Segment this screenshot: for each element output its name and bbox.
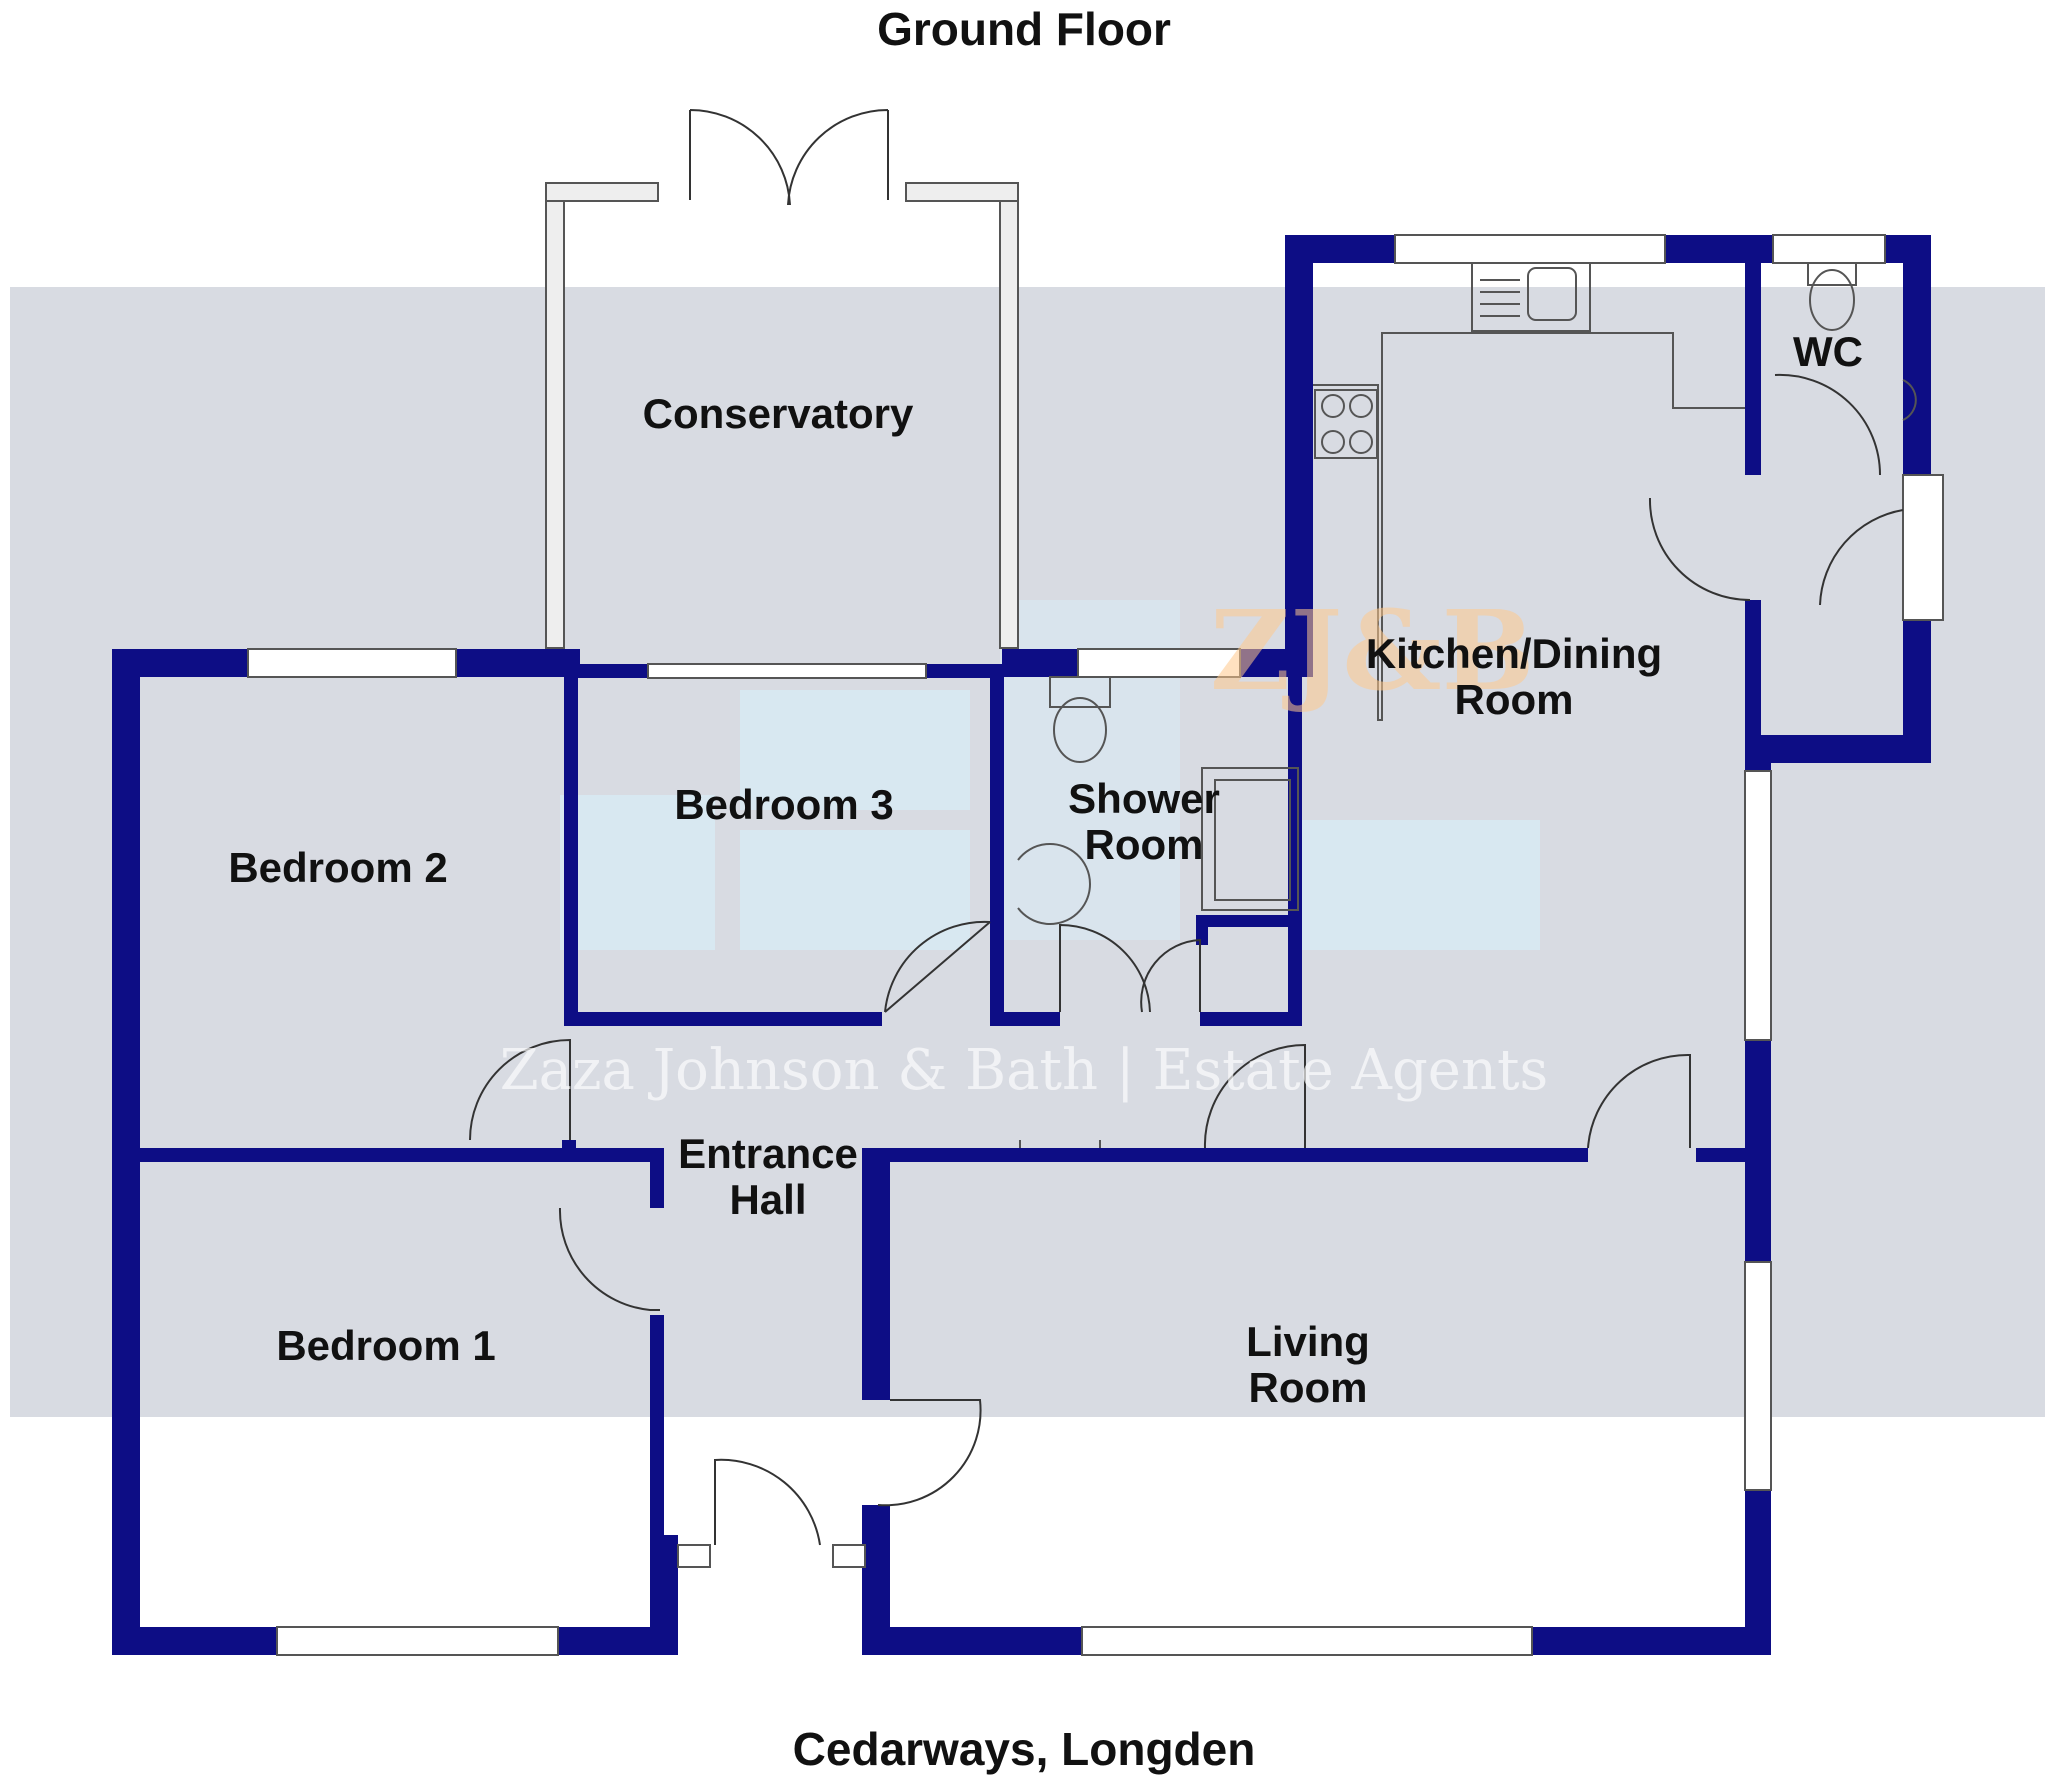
room-label-line: Room — [1248, 1364, 1368, 1411]
room-label-bedroom-3: Bedroom 3 — [674, 782, 893, 828]
room-label-line: WC — [1793, 328, 1863, 375]
room-label-line: Kitchen/Dining — [1365, 630, 1663, 677]
fixtures — [1017, 262, 1917, 1148]
room-label-line: Bedroom 3 — [674, 781, 894, 828]
doors — [469, 108, 1904, 1546]
shower-tray — [1201, 767, 1299, 911]
sink — [1471, 262, 1591, 332]
floor-title: Ground Floor — [877, 3, 1171, 55]
watermark-block — [740, 830, 970, 950]
room-label-line: Bedroom 2 — [228, 844, 448, 891]
shower-toilet — [1053, 697, 1107, 763]
hob — [1314, 389, 1378, 459]
conservatory-walls — [545, 182, 1019, 649]
watermark-agency: Zaza Johnson & Bath | Estate Agents — [499, 1038, 1549, 1103]
wc-toilet — [1809, 269, 1855, 331]
windows — [247, 234, 1944, 1656]
wc-basin — [1902, 379, 1917, 421]
room-label-line: Room — [1454, 676, 1574, 723]
watermark-block — [1300, 820, 1540, 950]
watermark-block — [560, 795, 715, 950]
watermark-logo: ZJ&B — [1210, 586, 1535, 715]
room-label-bedroom-2: Bedroom 2 — [228, 845, 447, 891]
room-label-conservatory: Conservatory — [643, 391, 914, 437]
room-label-line: Entrance — [678, 1130, 858, 1177]
room-label-line: Hall — [729, 1176, 807, 1223]
room-label-line: Bedroom 1 — [276, 1322, 496, 1369]
room-label-line: Living — [1246, 1318, 1370, 1365]
room-label-line: Conservatory — [642, 390, 914, 437]
watermark-block — [740, 690, 970, 810]
room-label-line: Shower — [1068, 775, 1220, 822]
address: Cedarways, Longden — [792, 1723, 1256, 1775]
shower-basin — [1017, 843, 1091, 925]
room-label-bedroom-1: Bedroom 1 — [276, 1323, 495, 1369]
walls — [112, 235, 1931, 1655]
room-label-wc: WC — [1793, 329, 1863, 375]
room-label-line: Room — [1084, 821, 1204, 868]
